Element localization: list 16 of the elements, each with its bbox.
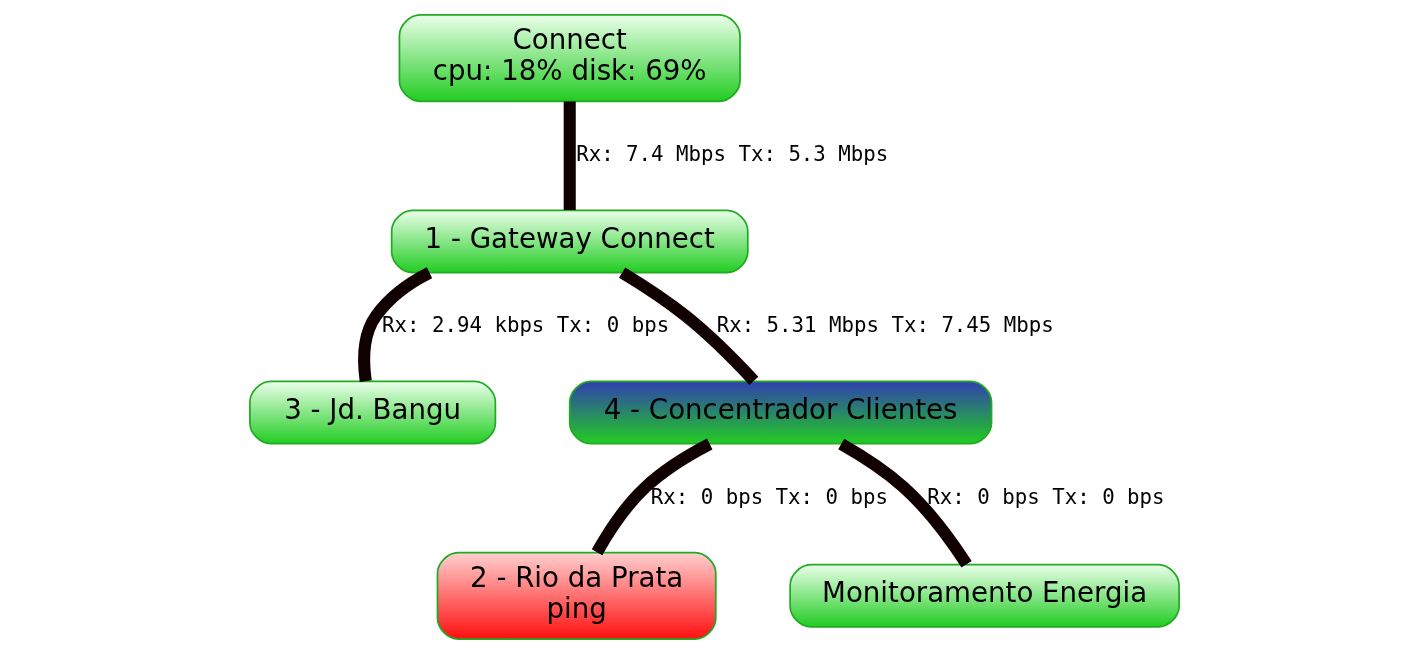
- connector: [563, 101, 576, 210]
- edge-label: Rx: 5.31 Mbps Tx: 7.45 Mbps: [716, 313, 1054, 338]
- node-box: 2 - Rio da Prata ping: [436, 551, 717, 640]
- edge-label: Rx: 0 bps Tx: 0 bps: [650, 484, 888, 509]
- node-box: 3 - Jd. Bangu: [248, 380, 496, 445]
- node-box: 4 - Concentrador Clientes: [568, 380, 992, 445]
- node-box: Connect cpu: 18% disk: 69%: [398, 14, 741, 103]
- connector: [618, 267, 758, 385]
- node-box: Monitoramento Energia: [788, 563, 1180, 628]
- edge-label: Rx: 0 bps Tx: 0 bps: [926, 484, 1165, 509]
- node-box: 1 - Gateway Connect: [390, 209, 749, 274]
- connector: [357, 267, 432, 382]
- connector: [837, 438, 972, 568]
- edge-label: Rx: 2.94 kbps Tx: 0 bps: [381, 313, 669, 338]
- edge-label: Rx: 7.4 Mbps Tx: 5.3 Mbps: [575, 142, 888, 167]
- connector: [591, 438, 713, 556]
